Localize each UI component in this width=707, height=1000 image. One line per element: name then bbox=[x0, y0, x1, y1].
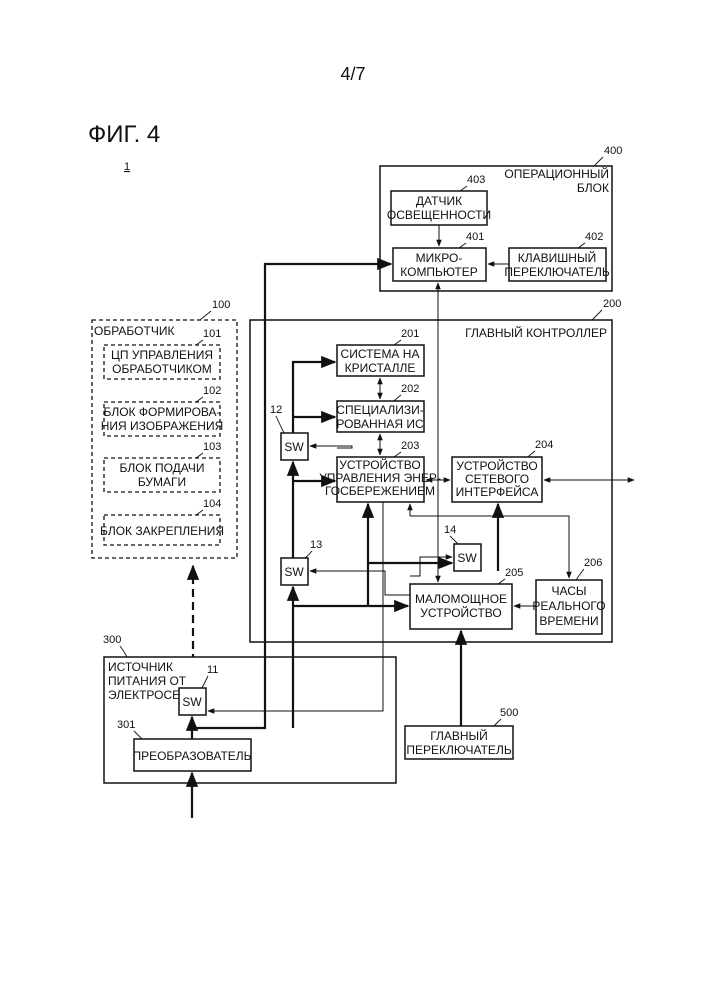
rtc-line3: ВРЕМЕНИ bbox=[539, 614, 598, 628]
fixing-ref: 104 bbox=[203, 498, 221, 510]
rtc-line2: РЕАЛЬНОГО bbox=[532, 599, 605, 613]
operation-unit-line2: БЛОК bbox=[577, 181, 609, 195]
soc-line1: СИСТЕМА НА bbox=[341, 347, 420, 361]
power-mgmt-line3: ГОСБЕРЕЖЕНИЕМ bbox=[325, 484, 435, 498]
asic-line2: РОВАННАЯ ИС bbox=[336, 417, 424, 431]
low-power-line2: УСТРОЙСТВО bbox=[420, 605, 501, 620]
asic-ref: 202 bbox=[401, 383, 419, 395]
light-sensor-ref: 403 bbox=[467, 174, 485, 186]
microcomputer-ref: 401 bbox=[466, 231, 484, 243]
paper-feed-line2: БУМАГИ bbox=[138, 475, 186, 489]
sw14-ref: 14 bbox=[444, 524, 456, 536]
main-switch-ref: 500 bbox=[500, 707, 518, 719]
sw12-ref: 12 bbox=[270, 404, 282, 416]
soc-ref: 201 bbox=[401, 328, 419, 340]
operation-unit-ref: 400 bbox=[604, 145, 622, 157]
microcomputer-line2: КОМПЬЮТЕР bbox=[400, 265, 477, 279]
sw13-ref: 13 bbox=[310, 539, 322, 551]
rtc-ref: 206 bbox=[584, 557, 602, 569]
converter-ref: 301 bbox=[117, 719, 135, 731]
key-switch-line2: ПЕРЕКЛЮЧАТЕЛЬ bbox=[504, 265, 610, 279]
processor-label: ОБРАБОТЧИК bbox=[94, 324, 174, 338]
power-source-line2: ПИТАНИЯ ОТ bbox=[108, 674, 187, 688]
key-switch-ref: 402 bbox=[585, 231, 603, 243]
system-ref: 1 bbox=[124, 161, 130, 173]
operation-unit-block: ОПЕРАЦИОННЫЙ БЛОК 400 ДАТЧИК ОСВЕЩЕННОСТ… bbox=[380, 145, 622, 291]
converter-label: ПРЕОБРАЗОВАТЕЛЬ bbox=[132, 749, 251, 763]
light-sensor-line2: ОСВЕЩЕННОСТИ bbox=[387, 208, 491, 222]
microcomputer-line1: МИКРО- bbox=[416, 251, 463, 265]
light-sensor-line1: ДАТЧИК bbox=[416, 194, 462, 208]
key-switch-line1: КЛАВИШНЫЙ bbox=[518, 250, 596, 265]
processor-ref: 100 bbox=[212, 299, 230, 311]
page-number: 4/7 bbox=[340, 64, 365, 84]
sw14-label: SW bbox=[457, 551, 477, 565]
network-if-ref: 204 bbox=[535, 439, 553, 451]
sw11-label: SW bbox=[182, 695, 202, 709]
main-controller-block: ГЛАВНЫЙ КОНТРОЛЛЕР 200 СИСТЕМА НА КРИСТА… bbox=[250, 298, 621, 642]
processor-block: ОБРАБОТЧИК 100 ЦП УПРАВЛЕНИЯ ОБРАБОТЧИКО… bbox=[92, 299, 237, 558]
cpu-line1: ЦП УПРАВЛЕНИЯ bbox=[111, 348, 213, 362]
low-power-line1: МАЛОМОЩНОЕ bbox=[415, 592, 507, 606]
power-source-ref: 300 bbox=[103, 634, 121, 646]
power-source-line1: ИСТОЧНИК bbox=[108, 660, 173, 674]
image-forming-line1: БЛОК ФОРМИРОВА- bbox=[103, 405, 220, 419]
cpu-line2: ОБРАБОТЧИКОМ bbox=[112, 362, 212, 376]
image-forming-line2: НИЯ ИЗОБРАЖЕНИЯ bbox=[101, 419, 223, 433]
main-switch-line2: ПЕРЕКЛЮЧАТЕЛЬ bbox=[406, 743, 512, 757]
sw11-ref: 11 bbox=[207, 664, 218, 676]
main-controller-label: ГЛАВНЫЙ КОНТРОЛЛЕР bbox=[465, 325, 607, 340]
rtc-line1: ЧАСЫ bbox=[551, 584, 586, 598]
main-switch-line1: ГЛАВНЫЙ bbox=[430, 728, 488, 743]
asic-line1: СПЕЦИАЛИЗИ- bbox=[336, 403, 423, 417]
network-if-line3: ИНТЕРФЕЙСА bbox=[456, 484, 539, 499]
figure-title: ФИГ. 4 bbox=[88, 121, 160, 148]
sw13-label: SW bbox=[284, 565, 304, 579]
fixing-label: БЛОК ЗАКРЕПЛЕНИЯ bbox=[100, 524, 224, 538]
power-mgmt-line2: УПРАВЛЕНИЯ ЭНЕР- bbox=[319, 471, 441, 485]
low-power-ref: 205 bbox=[505, 567, 523, 579]
power-source-block: ИСТОЧНИК ПИТАНИЯ ОТ ЭЛЕКТРОСЕТИ 300 ПРЕО… bbox=[103, 634, 396, 783]
sw12-label: SW bbox=[284, 440, 304, 454]
soc-line2: КРИСТАЛЛЕ bbox=[345, 361, 416, 375]
power-mgmt-line1: УСТРОЙСТВО bbox=[339, 457, 420, 472]
operation-unit-line1: ОПЕРАЦИОННЫЙ bbox=[504, 166, 609, 181]
paper-feed-line1: БЛОК ПОДАЧИ bbox=[120, 461, 205, 475]
power-mgmt-ref: 203 bbox=[401, 440, 419, 452]
cpu-ref: 101 bbox=[203, 328, 221, 340]
network-if-line1: УСТРОЙСТВО bbox=[456, 458, 537, 473]
image-forming-ref: 102 bbox=[203, 385, 221, 397]
paper-feed-ref: 103 bbox=[203, 441, 221, 453]
main-controller-ref: 200 bbox=[603, 298, 621, 310]
network-if-line2: СЕТЕВОГО bbox=[465, 472, 529, 486]
